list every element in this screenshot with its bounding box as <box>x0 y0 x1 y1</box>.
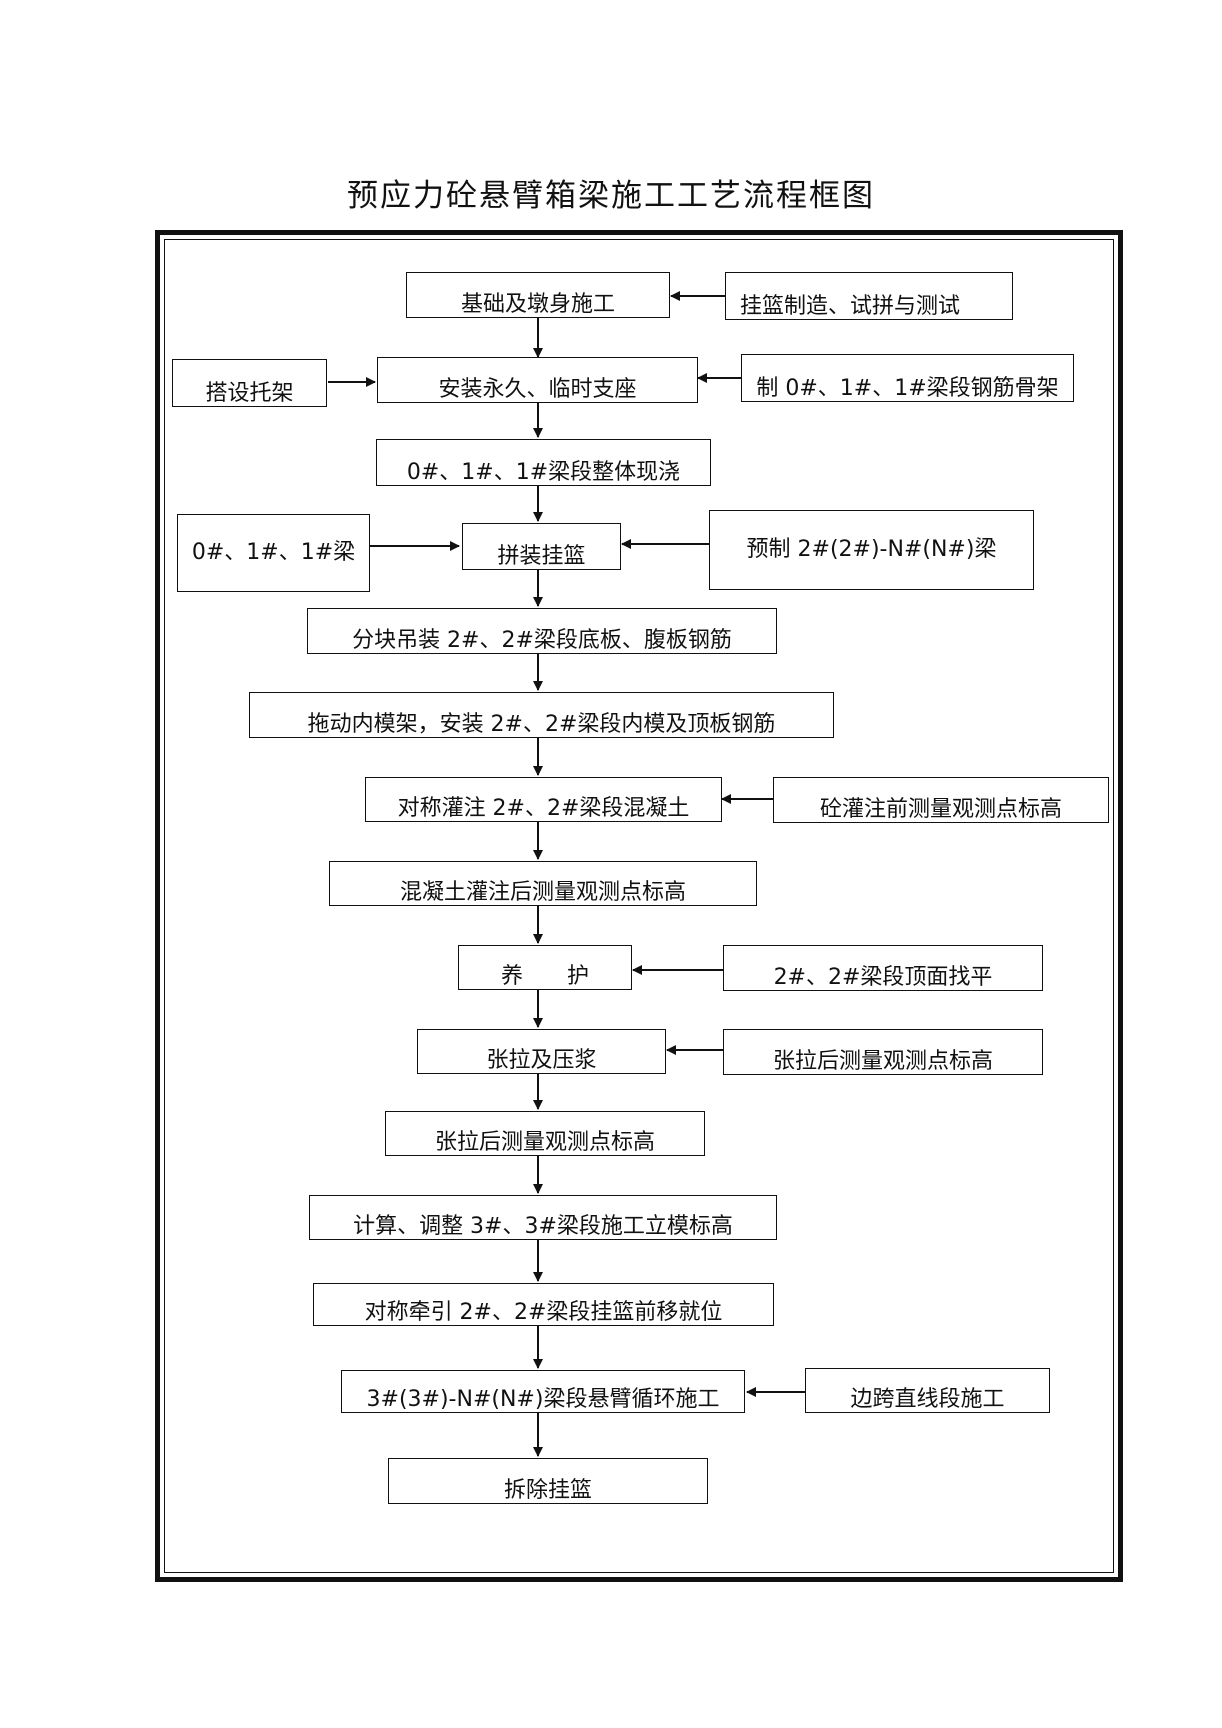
box-curing: 养 护 <box>458 945 632 990</box>
box-dismantle-basket: 拆除挂篮 <box>388 1458 708 1504</box>
box-precast-segments: 预制 2#(2#)-N#(N#)梁 <box>709 510 1034 590</box>
box-install-supports: 安装永久、临时支座 <box>377 357 698 403</box>
box-hanging-basket-fabrication: 挂篮制造、试拼与测试 <box>725 272 1013 320</box>
diagram-title: 预应力砼悬臂箱梁施工工艺流程框图 <box>347 178 875 214</box>
box-post-pour-survey: 混凝土灌注后测量观测点标高 <box>329 861 757 906</box>
box-inner-formwork: 拖动内模架，安装 2#、2#梁段内模及顶板钢筋 <box>249 692 834 738</box>
box-erect-bracket: 搭设托架 <box>172 359 327 407</box>
box-assemble-basket: 拼装挂篮 <box>462 523 621 570</box>
box-cast-in-place: 0#、1#、1#梁段整体现浇 <box>376 439 711 486</box>
box-foundation-pier: 基础及墩身施工 <box>406 272 670 318</box>
box-formwork-elevation: 计算、调整 3#、3#梁段施工立模标高 <box>309 1195 777 1240</box>
box-hoist-rebar: 分块吊装 2#、2#梁段底板、腹板钢筋 <box>307 608 777 654</box>
box-pre-pour-survey: 砼灌注前测量观测点标高 <box>773 777 1109 823</box>
box-post-tension-survey-side: 张拉后测量观测点标高 <box>723 1029 1043 1075</box>
box-symmetric-pour: 对称灌注 2#、2#梁段混凝土 <box>365 777 722 822</box>
outer-frame <box>155 230 1123 1582</box>
box-cantilever-cycle: 3#(3#)-N#(N#)梁段悬臂循环施工 <box>341 1370 745 1413</box>
box-advance-basket: 对称牵引 2#、2#梁段挂篮前移就位 <box>313 1283 774 1326</box>
box-tension-grouting: 张拉及压浆 <box>417 1029 666 1074</box>
box-side-span: 边跨直线段施工 <box>805 1368 1050 1413</box>
box-post-tension-survey: 张拉后测量观测点标高 <box>385 1111 705 1156</box>
inner-frame <box>164 239 1114 1573</box>
box-top-leveling: 2#、2#梁段顶面找平 <box>723 945 1043 991</box>
box-segment-0-1: 0#、1#、1#梁 <box>177 514 370 592</box>
box-rebar-cage: 制 0#、1#、1#梁段钢筋骨架 <box>741 354 1074 402</box>
